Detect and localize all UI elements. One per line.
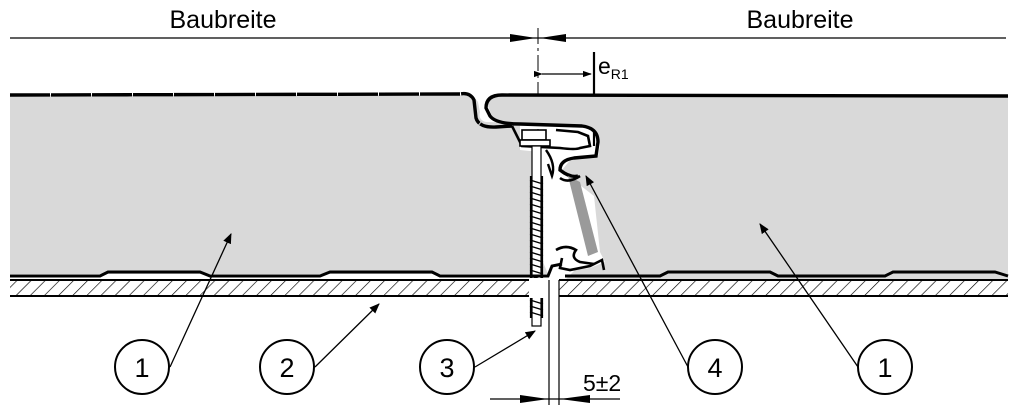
bottom-sheet-left — [10, 262, 563, 278]
leader-lines — [169, 175, 859, 368]
top-sheet-right — [484, 93, 1009, 179]
leader-2 — [314, 303, 380, 368]
joint-gap-label: 5±2 — [583, 370, 621, 396]
callout-2: 2 — [259, 339, 315, 395]
callout-1-right-label: 1 — [877, 353, 892, 383]
fastener-head — [519, 129, 551, 147]
leader-1-left — [169, 233, 232, 368]
leader-4 — [585, 175, 689, 368]
callout-2-label: 2 — [279, 353, 294, 383]
width-label-left: Baubreite — [169, 6, 276, 34]
callout-1-left: 1 — [114, 339, 170, 395]
callout-1-left-label: 1 — [134, 353, 149, 383]
joint-profile-left — [510, 125, 592, 151]
edge-distance-label: eR1 — [598, 53, 629, 82]
joint-gap-dimension: 5±2 — [490, 370, 621, 403]
joint-profile-left-inner — [545, 149, 555, 180]
joint-arrow-left — [510, 34, 536, 42]
callout-3: 3 — [419, 339, 475, 395]
top-dimension: Baubreite Baubreite — [10, 6, 1006, 300]
panel-right — [488, 95, 1008, 280]
joint-arrow-right — [540, 34, 566, 42]
callout-1-right: 1 — [857, 339, 913, 395]
width-label-right: Baubreite — [746, 6, 853, 34]
substructure-beam — [10, 278, 1008, 405]
callout-4: 4 — [687, 339, 743, 395]
screw — [529, 145, 544, 327]
leader-1-right — [759, 223, 859, 368]
leader-3 — [474, 330, 536, 368]
callout-3-label: 3 — [439, 353, 454, 383]
callout-4-label: 4 — [707, 353, 722, 383]
bottom-sheet-right — [565, 270, 1009, 278]
top-sheet-left — [9, 91, 513, 129]
sealing-clip — [555, 174, 606, 272]
panel-left — [10, 94, 548, 274]
